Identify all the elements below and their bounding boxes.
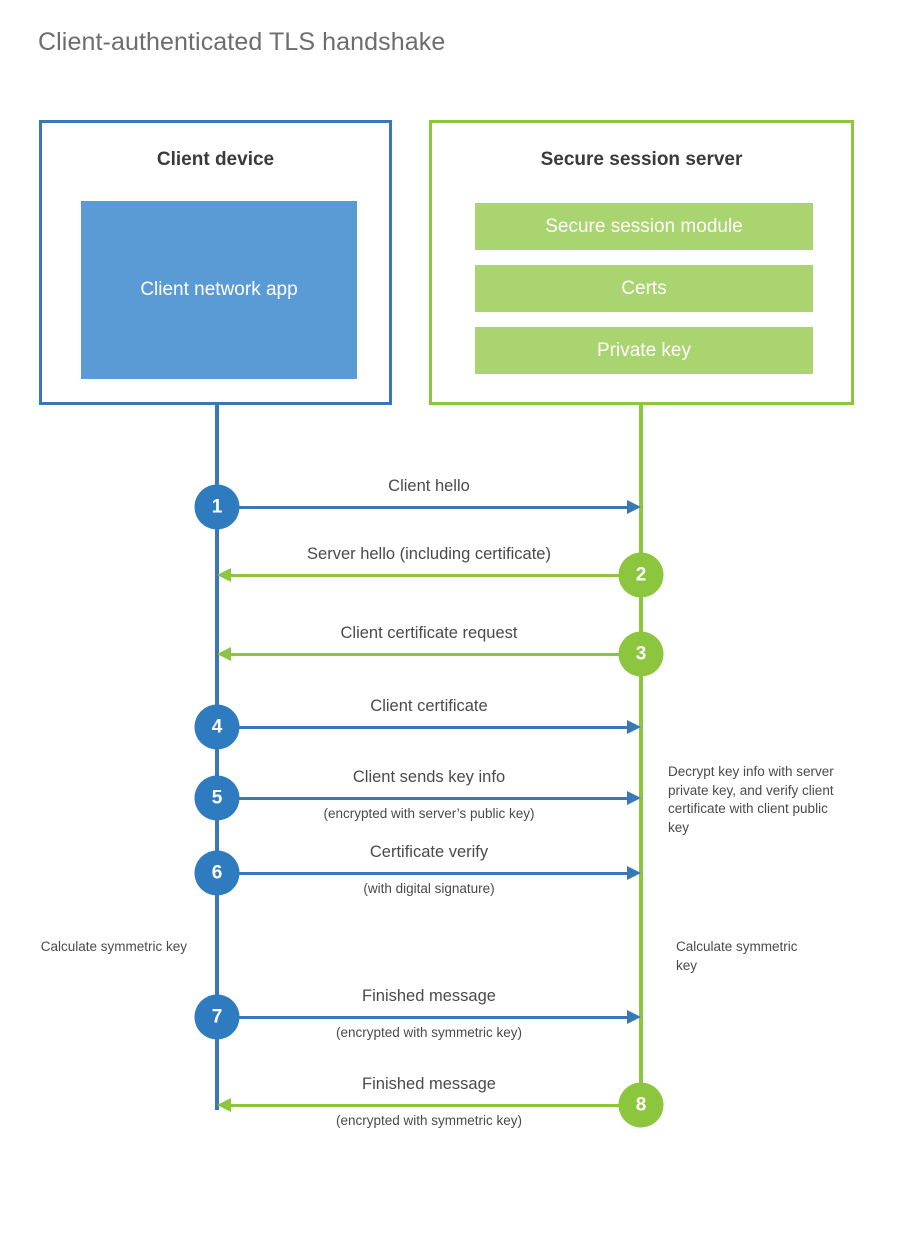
step-circle-5[interactable]: 5 — [194, 775, 240, 821]
step-circle-4[interactable]: 4 — [194, 704, 240, 750]
message-arrow-line — [231, 574, 641, 577]
server-block-secure-session-module: Secure session module — [475, 203, 813, 250]
arrow-head-left-icon — [217, 568, 231, 582]
message-label: Client certificate request — [340, 624, 518, 642]
client-network-app-block: Client network app — [81, 201, 357, 379]
server-block-certs: Certs — [475, 265, 813, 312]
step-circle-6[interactable]: 6 — [194, 850, 240, 896]
message-label: Client certificate — [370, 697, 488, 715]
step-circle-7[interactable]: 7 — [194, 994, 240, 1040]
message-arrow-line — [217, 1016, 627, 1019]
client-device-box: Client device Client network app — [39, 120, 392, 405]
client-network-app-label: Client network app — [140, 279, 298, 301]
client-device-title: Client device — [156, 149, 275, 170]
step-number: 2 — [635, 564, 647, 585]
message-label: Finished message — [362, 1075, 496, 1093]
client-calculate-symmetric-key-note: Calculate symmetric key — [40, 939, 187, 954]
secure-session-server-box: Secure session server Secure session mod… — [429, 120, 854, 405]
message-arrow-line — [217, 506, 627, 509]
step-number: 3 — [635, 643, 647, 664]
arrow-head-right-icon — [627, 720, 641, 734]
message-label: Finished message — [362, 987, 496, 1005]
step-circle-1[interactable]: 1 — [194, 484, 240, 530]
client-lifeline — [215, 404, 219, 1110]
arrow-head-right-icon — [627, 791, 641, 805]
step-number: 6 — [211, 862, 223, 883]
step-circle-8[interactable]: 8 — [618, 1082, 664, 1128]
step-number: 1 — [211, 496, 223, 517]
step-circle-2[interactable]: 2 — [618, 552, 664, 598]
message-arrow-line — [217, 726, 627, 729]
step-number: 5 — [211, 787, 223, 808]
message-label: Certificate verify — [369, 843, 489, 861]
message-arrow-line — [231, 1104, 641, 1107]
arrow-head-right-icon — [627, 500, 641, 514]
message-label: Server hello (including certificate) — [307, 545, 551, 563]
message-sublabel: (encrypted with server’s public key) — [323, 806, 535, 821]
arrow-head-left-icon — [217, 647, 231, 661]
server-block-label: Private key — [597, 339, 691, 361]
message-sublabel: (encrypted with symmetric key) — [335, 1113, 523, 1128]
message-sublabel: (encrypted with symmetric key) — [335, 1025, 523, 1040]
message-label: Client sends key info — [352, 768, 506, 786]
server-lifeline — [639, 404, 643, 1110]
server-block-label: Certs — [621, 277, 667, 299]
step-number: 8 — [635, 1094, 647, 1115]
step-circle-3[interactable]: 3 — [618, 631, 664, 677]
message-arrow-line — [217, 797, 627, 800]
message-label: Client hello — [388, 477, 470, 495]
step-number: 4 — [211, 716, 223, 737]
message-arrow-line — [217, 872, 627, 875]
server-block-label: Secure session module — [545, 215, 743, 237]
server-block-private-key: Private key — [475, 327, 813, 374]
secure-session-server-title: Secure session server — [540, 149, 743, 170]
message-sublabel: (with digital signature) — [363, 881, 495, 896]
arrow-head-right-icon — [627, 866, 641, 880]
arrow-head-left-icon — [217, 1098, 231, 1112]
step-number: 7 — [211, 1006, 223, 1027]
message-arrow-line — [231, 653, 641, 656]
server-calculate-symmetric-key-note: Calculate symmetric key — [676, 939, 798, 973]
arrow-head-right-icon — [627, 1010, 641, 1024]
page-title: Client-authenticated TLS handshake — [38, 28, 446, 56]
server-decrypt-note: Decrypt key info with server private key… — [668, 764, 834, 835]
